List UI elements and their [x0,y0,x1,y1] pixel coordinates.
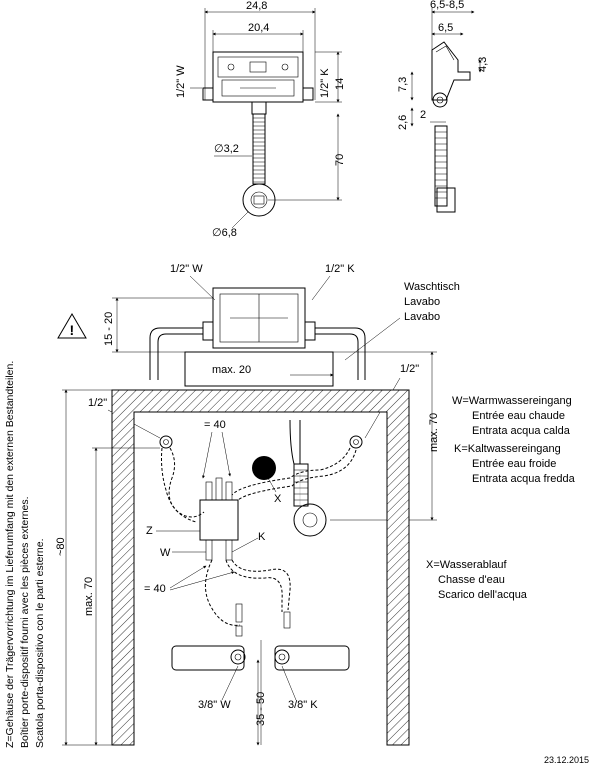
legend-x-it: Scarico dell'acqua [438,589,528,601]
svg-text:!: ! [70,322,75,338]
dim-80: ~80 [55,537,67,556]
dim-side-2: 2 [420,109,426,121]
basin-label-it: Lavabo [404,311,440,323]
label-38k: 3/8" K [288,699,318,711]
connector-right [274,645,350,671]
dim-drain-diameter: ∅6,8 [212,227,237,239]
drain-hole [252,456,276,480]
side-view: 6,5-8,5 6,5 4,3 7,3 2,6 2 [397,0,489,213]
legend-w-it: Entrata acqua calda [472,425,571,437]
dim-max70-left: max. 70 [83,577,95,616]
label-half-left: 1/2" [88,397,107,409]
basin-label-fr: Lavabo [404,296,440,308]
dim-hose-length: 70 [334,154,346,166]
side-note-de: Z=Gehäuse der Trägervorrichtung im Liefe… [4,361,16,748]
dim-side-43: 4,3 [477,57,489,72]
dim-side-inner: 6,5 [438,22,453,34]
legend-w-fr: Entrée eau chaude [472,410,565,422]
dim-15-20: 15 - 20 [103,312,115,346]
dim-max20: max. 20 [212,364,251,376]
label-w-top: 1/2" W [170,263,203,275]
legend-w-de: W=Warmwassereingang [452,395,572,407]
connector-left [171,645,246,671]
label-z: Z [146,525,153,537]
legend-x-de: X=Wasserablauf [426,559,508,571]
label-x: X [274,493,282,505]
side-note-fr: Boîtier porte-dispositif fourni avec les… [19,496,31,748]
drain-hose [289,419,327,537]
drawing-date: 23.12.2015 [544,755,589,765]
legend-x-fr: Chasse d'eau [438,574,505,586]
legend: W=Warmwassereingang Entrée eau chaude En… [426,395,576,601]
wall-outline [111,389,410,746]
corrugated-hose-front [252,113,266,185]
label-k-top: 1/2" K [325,263,355,275]
warning-icon: ! [57,313,87,339]
label-w: W [160,547,171,559]
legend-k-de: K=Kaltwassereingang [454,443,561,455]
label-left-half-w: 1/2" W [175,65,187,98]
dim-side-73: 7,3 [397,77,409,92]
dim-side-26: 2,6 [397,115,409,130]
side-note: Z=Gehäuse der Trägervorrichtung im Liefe… [4,361,46,748]
distribution-box-z [199,499,239,541]
dim-eq40-top: = 40 [204,419,226,431]
dim-max70-right: max. 70 [428,413,440,452]
label-half-right: 1/2" [400,363,419,375]
dim-width-outer: 24,8 [246,0,267,12]
label-right-half-k: 1/2" K [319,68,331,98]
hoses [161,447,357,626]
side-note-it: Scatola porta-dispositivo con le parti e… [34,538,46,748]
front-view: 24,8 20,4 1/2" W 1/2" K 14 ∅3,2 [175,0,346,239]
dim-hose-diameter: ∅3,2 [214,143,239,155]
corrugated-hose-side [434,125,456,213]
legend-k-fr: Entrée eau froide [472,458,556,470]
legend-k-it: Entrata acqua fredda [472,473,576,485]
label-k: K [258,531,266,543]
dim-side-outer: 6,5-8,5 [430,0,464,11]
basin-label-de: Waschtisch [404,281,460,293]
dim-eq40-bottom: = 40 [144,583,166,595]
dim-width-inner: 20,4 [248,22,269,34]
installation-view: 1/2" W 1/2" K 15 - 20 ! Waschtisch Lavab… [55,263,460,746]
dim-35-50: 35 - 50 [255,692,267,726]
label-38w: 3/8" W [198,699,231,711]
dim-height-14: 14 [334,78,346,90]
